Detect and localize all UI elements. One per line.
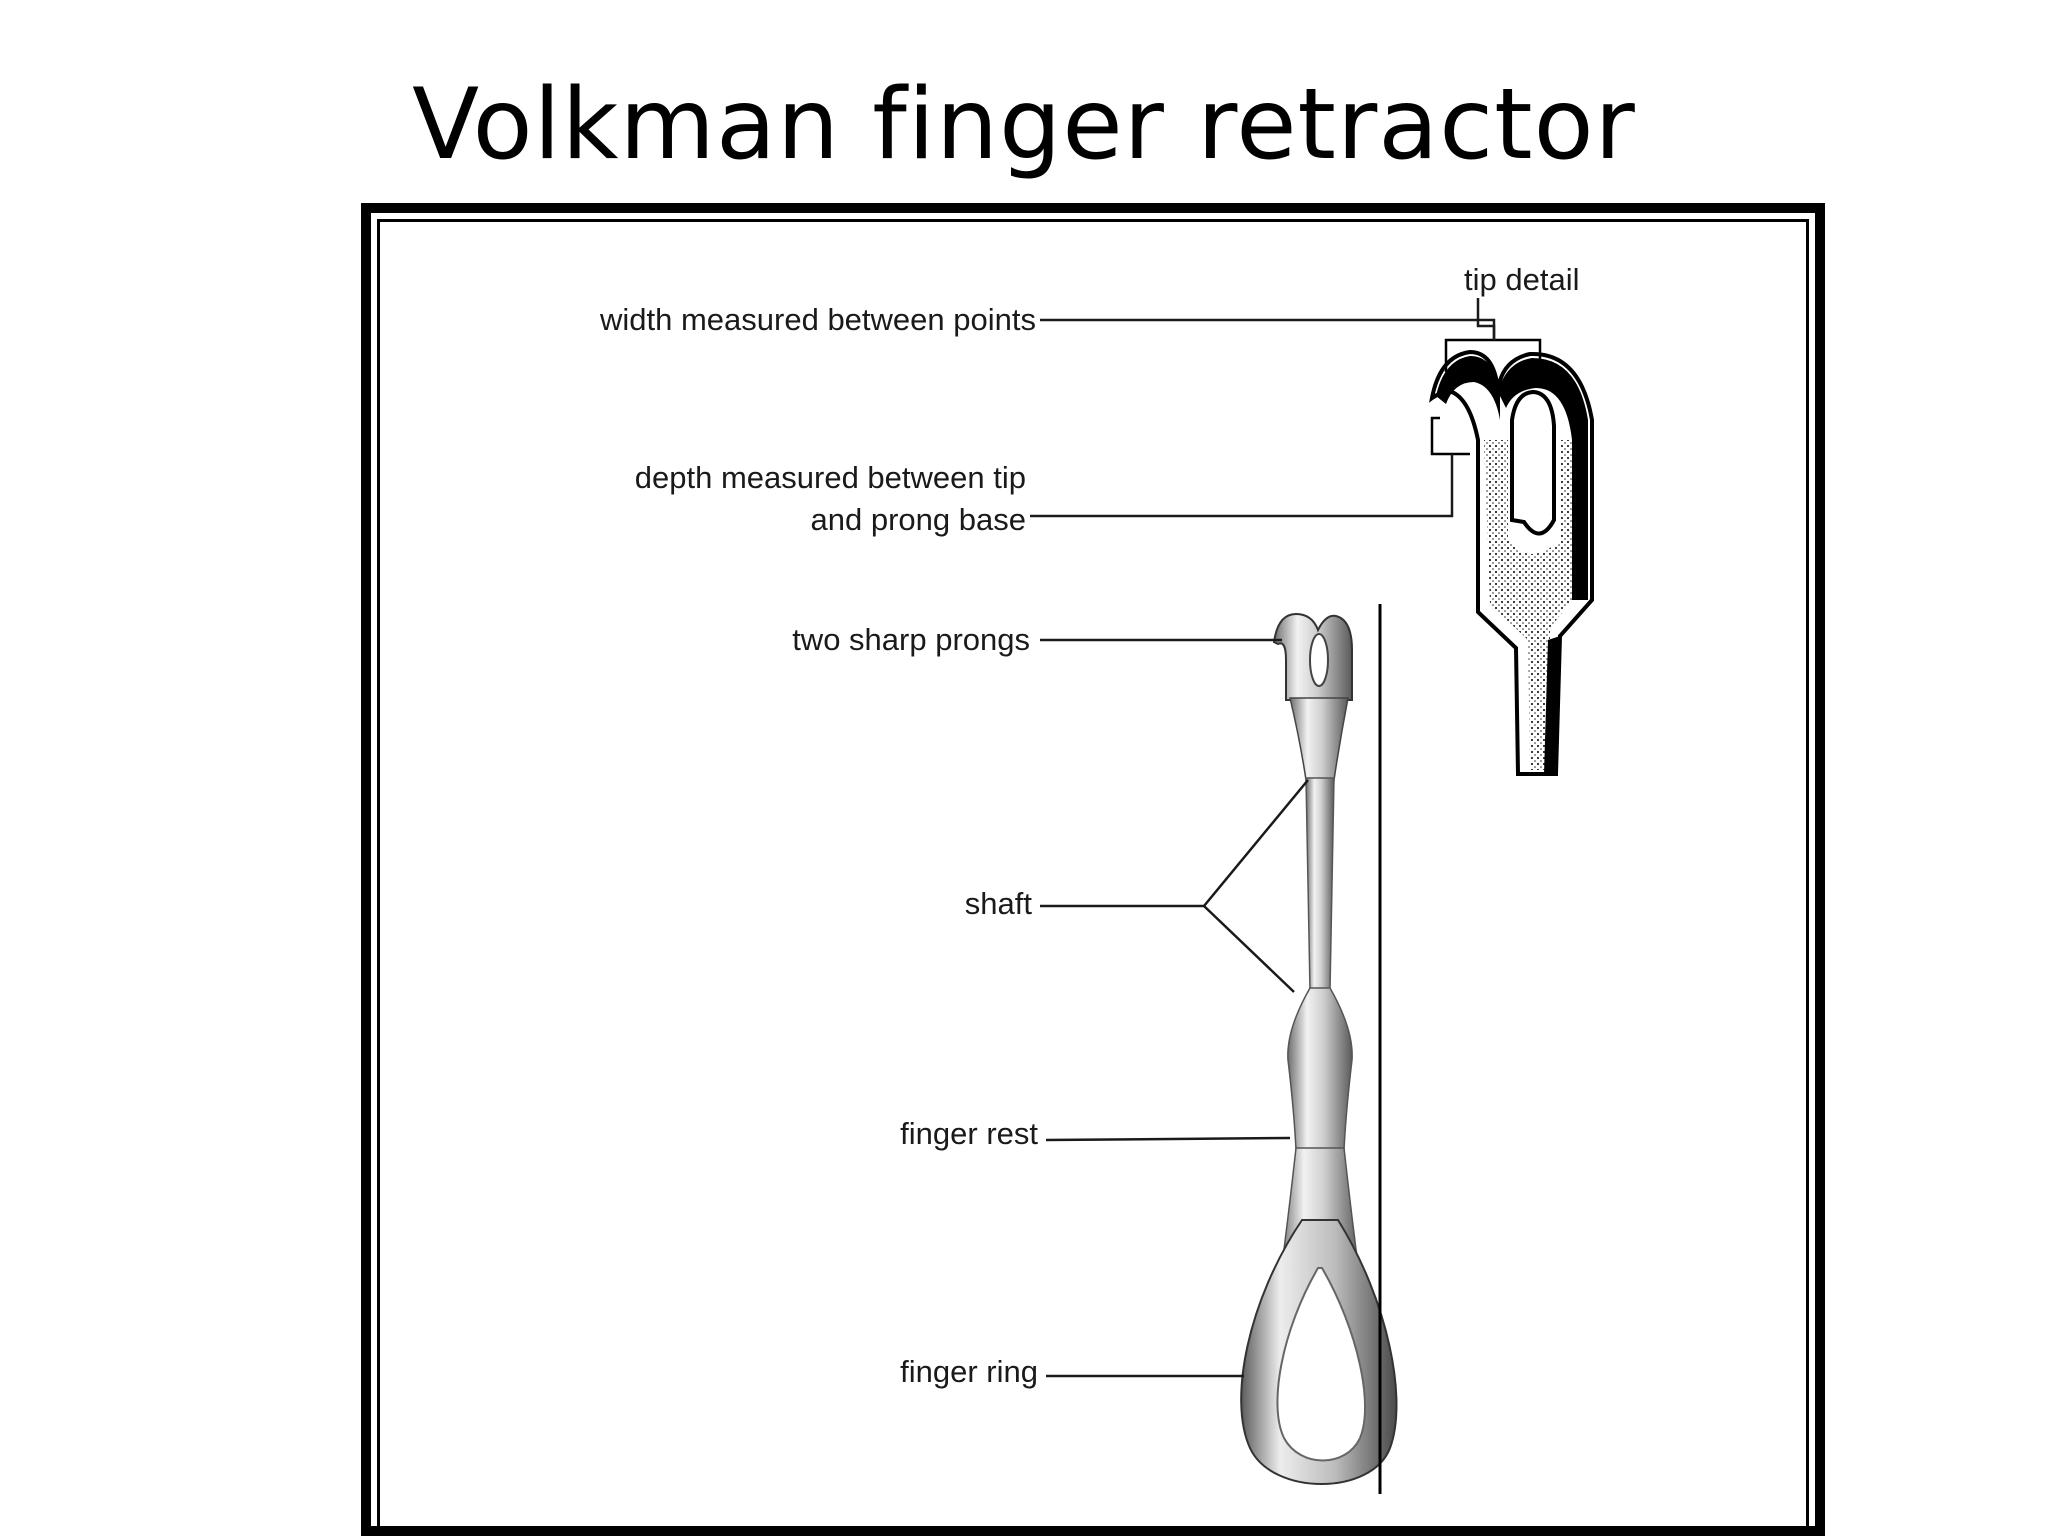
leader-width <box>1040 318 1496 340</box>
label-depth-line1: depth measured between tip <box>634 460 1026 495</box>
label-prongs: two sharp prongs <box>792 622 1030 657</box>
slide-title: Volkman finger retractor <box>412 68 1636 182</box>
tip-detail-illustration <box>1429 338 1594 776</box>
prong-slot <box>1309 633 1329 687</box>
label-finger-ring: finger ring <box>900 1354 1038 1389</box>
tip-detail-slot <box>1510 389 1556 536</box>
tip-detail-neck-shade <box>1544 636 1560 774</box>
leader-finger-rest <box>1045 1136 1291 1142</box>
label-depth-line2: and prong base <box>810 502 1026 537</box>
label-width: width measured between points <box>600 302 1036 337</box>
leader-shaft-upper <box>1203 779 1309 907</box>
label-shaft: shaft <box>964 886 1032 921</box>
shaft-body <box>1305 777 1335 991</box>
leader-lines <box>1030 298 1496 1378</box>
retractor-main <box>1240 612 1398 1485</box>
leader-shaft-lower <box>1203 905 1295 993</box>
label-tip-detail: tip detail <box>1464 262 1580 297</box>
finger-ring-hole <box>1276 1267 1366 1462</box>
depth-dimension-bracket <box>1430 416 1470 456</box>
finger-rest-body <box>1287 987 1353 1151</box>
tip-detail-right-hook <box>1498 358 1588 600</box>
prong-neck <box>1289 697 1349 781</box>
diagram-frame-inner-border <box>377 219 1809 1536</box>
leader-depth <box>1030 454 1454 518</box>
label-finger-rest: finger rest <box>900 1116 1038 1151</box>
tip-detail-left-hook <box>1436 356 1500 420</box>
